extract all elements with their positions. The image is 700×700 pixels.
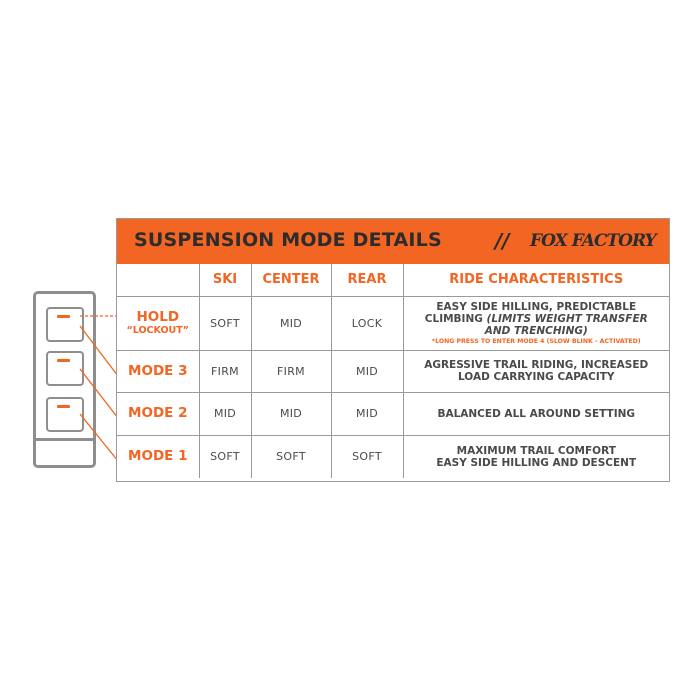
column-header-rear: REAR [330,264,404,297]
ride-description: BALANCED ALL AROUND SETTING [402,391,669,436]
mode-label-mode2: MODE 2 [117,391,200,436]
brand-logo: FOX FACTORY [530,231,657,251]
mode-label-mode3: MODE 3 [117,349,200,393]
mode-table: SKI CENTER REAR RIDE CHARACTERISTICS HOL… [117,264,669,478]
header-blank-cell [117,264,200,297]
ski-value: SOFT [198,434,252,478]
page-title: SUSPENSION MODE DETAILS [134,229,442,251]
ride-description: AGRESSIVE TRAIL RIDING, INCREASED LOAD C… [402,349,669,393]
column-header-center: CENTER [250,264,332,297]
column-header-ski: SKI [198,264,252,297]
desc-line-1: BALANCED ALL AROUND SETTING [437,407,636,420]
mode4-note: *LONG PRESS TO ENTER MODE 4 (SLOW BLINK … [431,337,641,345]
ski-value: MID [198,391,252,436]
column-header-ride: RIDE CHARACTERISTICS [402,264,669,297]
led-indicator-icon [57,359,70,362]
mode-label-hold: HOLD “LOCKOUT” [117,295,200,351]
rear-value: LOCK [330,295,404,351]
center-value: FIRM [250,349,332,393]
ski-value: FIRM [198,349,252,393]
desc-line-1: MAXIMUM TRAIL COMFORT [456,444,616,457]
table-row: MODE 2 MID MID MID BALANCED ALL AROUND S… [117,391,669,436]
remote-button-mode2 [46,397,84,432]
rear-value: MID [330,349,404,393]
title-banner: SUSPENSION MODE DETAILS // FOX FACTORY [117,219,669,264]
led-indicator-icon [57,405,70,408]
ride-description: EASY SIDE HILLING, PREDICTABLE CLIMBING … [402,295,669,351]
center-value: MID [250,391,332,436]
remote-device-icon [33,291,96,468]
mode-label-mode1: MODE 1 [117,434,200,478]
mode-name: HOLD [136,309,180,325]
ski-value: SOFT [198,295,252,351]
table-row: HOLD “LOCKOUT” SOFT MID LOCK EASY SIDE H… [117,295,669,351]
ride-description: MAXIMUM TRAIL COMFORT EASY SIDE HILLING … [402,434,669,478]
remote-button-mode3 [46,351,84,386]
desc-line-3: AND TRENCHING) [484,324,588,337]
desc-line-2b: (LIMITS WEIGHT TRANSFER [486,312,648,325]
center-value: MID [250,295,332,351]
desc-line-2a: CLIMBING [424,312,487,325]
desc-line-2: EASY SIDE HILLING AND DESCENT [436,456,637,469]
table-row: MODE 3 FIRM FIRM MID AGRESSIVE TRAIL RID… [117,349,669,393]
desc-line-2: LOAD CARRYING CAPACITY [457,371,615,383]
desc-line-1: AGRESSIVE TRAIL RIDING, INCREASED [424,359,649,371]
remote-button-hold [46,307,84,342]
table-header-row: SKI CENTER REAR RIDE CHARACTERISTICS [117,264,669,297]
title-separator: // [495,229,510,253]
table-row: MODE 1 SOFT SOFT SOFT MAXIMUM TRAIL COMF… [117,434,669,478]
mode-table-card: SUSPENSION MODE DETAILS // FOX FACTORY S… [116,218,670,482]
desc-line-1: EASY SIDE HILLING, PREDICTABLE [436,300,637,313]
center-value: SOFT [250,434,332,478]
led-indicator-icon [57,315,70,318]
rear-value: MID [330,391,404,436]
mode-subtitle: “LOCKOUT” [126,325,189,336]
rear-value: SOFT [330,434,404,478]
remote-base-divider [36,438,93,441]
